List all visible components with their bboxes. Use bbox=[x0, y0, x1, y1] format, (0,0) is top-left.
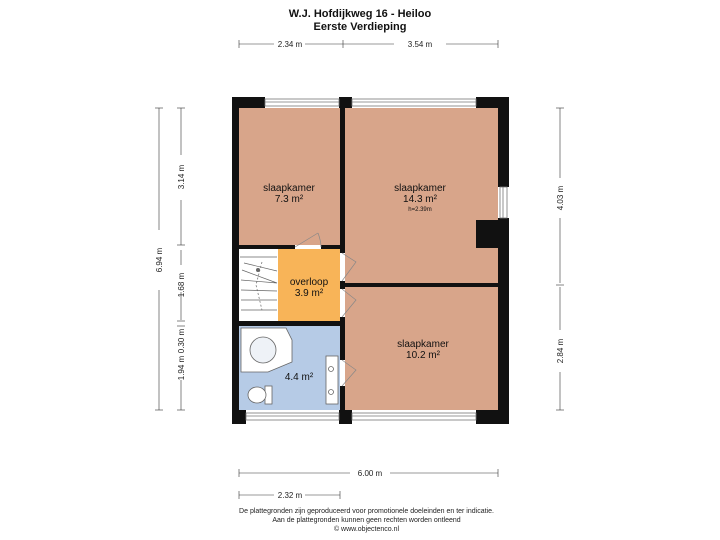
room-area-bedroom-1: 7.3 m² bbox=[275, 194, 304, 205]
bathtub-corner bbox=[240, 327, 293, 373]
room-area-bedroom-3: 10.2 m² bbox=[406, 350, 441, 361]
bedroom-3 bbox=[345, 287, 498, 410]
washbasins bbox=[325, 355, 339, 405]
bedroom-2 bbox=[345, 108, 498, 283]
room-height-bedroom-2: h=2.39m bbox=[408, 207, 432, 213]
room-area-bathroom: 4.4 m² bbox=[285, 372, 314, 383]
dim-right-2: 2.84 m bbox=[556, 338, 565, 363]
staircase bbox=[240, 256, 278, 311]
doors bbox=[294, 232, 357, 387]
floor-title: Eerste Verdieping bbox=[313, 21, 407, 33]
footer-line-3: © www.objectenco.nl bbox=[333, 526, 400, 533]
dim-left-3: 0.30 m bbox=[177, 328, 186, 353]
walls bbox=[232, 97, 509, 424]
address-title: W.J. Hofdijkweg 16 - Heiloo bbox=[288, 8, 432, 20]
landing bbox=[278, 249, 340, 321]
toilet bbox=[247, 385, 273, 405]
windows bbox=[245, 98, 508, 421]
footer-line-2: Aan de plattegronden kunnen geen rechten… bbox=[272, 517, 461, 524]
dim-bottom-partial: 2.32 m bbox=[278, 491, 303, 500]
room-name-landing: overloop bbox=[290, 277, 329, 288]
room-name-bedroom-3: slaapkamer bbox=[397, 339, 449, 350]
room-area-bedroom-2: 14.3 m² bbox=[403, 194, 438, 205]
dim-left-total: 6.94 m bbox=[155, 247, 164, 272]
bedroom-1 bbox=[239, 108, 340, 245]
dim-top-left: 2.34 m bbox=[278, 40, 303, 49]
dim-left-2: 1.68 m bbox=[177, 272, 186, 297]
room-area-landing: 3.9 m² bbox=[295, 288, 324, 299]
dim-left-4: 1.94 m bbox=[177, 355, 186, 380]
footer-disclaimer: De plattegronden zijn geproduceerd voor … bbox=[0, 507, 720, 534]
dimension-lines bbox=[155, 40, 564, 499]
dim-top-right: 3.54 m bbox=[408, 40, 433, 49]
footer-line-1: De plattegronden zijn geproduceerd voor … bbox=[239, 508, 494, 515]
dim-right-1: 4.03 m bbox=[556, 185, 565, 210]
dim-bottom-total: 6.00 m bbox=[358, 469, 383, 478]
dim-left-1: 3.14 m bbox=[177, 164, 186, 189]
room-name-bedroom-2: slaapkamer bbox=[394, 183, 446, 194]
room-name-bedroom-1: slaapkamer bbox=[263, 183, 315, 194]
